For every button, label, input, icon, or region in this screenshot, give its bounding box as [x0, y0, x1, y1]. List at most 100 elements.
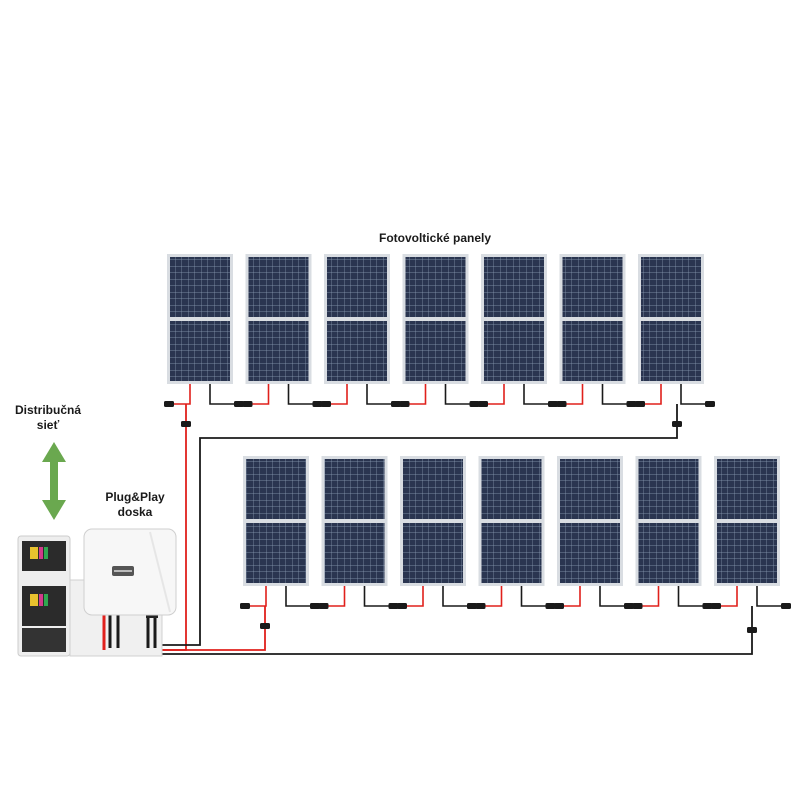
cable-positive: [482, 586, 503, 607]
home-run-positive-bottom: [160, 606, 266, 651]
panel-cells-lower: [481, 523, 542, 583]
mc4-connector-icon: [672, 421, 682, 427]
double-arrow-vertical-icon: [42, 442, 66, 520]
cable-positive: [249, 384, 270, 405]
mc4-connector-icon: [469, 401, 480, 407]
panels-title: Fotovoltické panely: [378, 231, 492, 245]
mc4-connector-icon: [260, 623, 270, 629]
panel-row-top: [167, 254, 704, 384]
mc4-connector-icon: [475, 603, 486, 609]
panel-cells-upper: [717, 459, 777, 519]
board-label-line1: Plug&Play: [105, 490, 165, 504]
panel-row-bottom: [243, 456, 780, 586]
solar-panel: [402, 254, 469, 384]
panel-cells-lower: [403, 523, 463, 583]
mc4-connector-icon: [181, 421, 191, 427]
panel-cells-lower: [405, 321, 466, 381]
panel-cells-upper: [405, 257, 466, 317]
cable-positive: [485, 384, 505, 405]
solar-panel: [321, 456, 388, 586]
mc4-connector-icon: [388, 603, 399, 609]
cable-negative: [677, 586, 710, 607]
cable-positive: [406, 384, 427, 405]
mc4-connector-icon: [711, 603, 721, 609]
solar-panel: [478, 456, 545, 586]
cable-positive: [247, 586, 267, 607]
board-label-line2: doska: [117, 505, 153, 519]
mc4-connector-icon: [399, 401, 410, 407]
mc4-connector-icon: [635, 401, 645, 407]
cable-positive: [404, 586, 424, 607]
cable-positive: [328, 384, 348, 405]
panel-cells-upper: [324, 459, 385, 519]
cable-negative: [756, 586, 788, 607]
cable-negative: [209, 384, 241, 405]
solar-panel: [557, 456, 623, 586]
panel-cells-upper: [170, 257, 230, 317]
cable-negative: [366, 384, 398, 405]
panel-cells-upper: [641, 257, 701, 317]
mc4-connector-icon: [781, 603, 791, 609]
mc4-connector-icon: [545, 603, 556, 609]
solar-panel: [638, 254, 704, 384]
cable-positive: [563, 384, 584, 405]
panel-cells-upper: [327, 257, 387, 317]
solar-panel: [481, 254, 547, 384]
panel-cells-upper: [560, 459, 620, 519]
inverter-unit-icon: [83, 528, 177, 616]
cable-positive: [642, 384, 662, 405]
panel-cells-lower: [246, 523, 306, 583]
cable-positive: [325, 586, 346, 607]
string-wiring: [160, 384, 791, 655]
cable-negative: [442, 586, 474, 607]
solar-panel: [635, 456, 702, 586]
panel-cells-lower: [638, 523, 699, 583]
solar-panel: [324, 254, 390, 384]
mc4-connector-icon: [242, 401, 253, 407]
grid-label: Distribučná sieť: [8, 403, 88, 433]
mc4-connector-icon: [705, 401, 715, 407]
mc4-connector-icon: [310, 603, 320, 609]
panel-cells-lower: [248, 321, 309, 381]
panel-cells-upper: [246, 459, 306, 519]
panel-cells-upper: [248, 257, 309, 317]
distribution-box-icon: [17, 535, 71, 657]
panel-cells-lower: [560, 523, 620, 583]
solar-panel: [400, 456, 466, 586]
panel-cells-upper: [638, 459, 699, 519]
board-label: Plug&Play doska: [80, 490, 190, 520]
mc4-connector-icon: [624, 603, 634, 609]
panel-cells-upper: [481, 459, 542, 519]
mc4-connector-icon: [548, 401, 558, 407]
cable-positive: [171, 384, 191, 405]
panel-cells-lower: [562, 321, 623, 381]
mc4-connector-icon: [318, 603, 329, 609]
mc4-connector-icon: [397, 603, 407, 609]
grid-label-line2: sieť: [36, 418, 60, 432]
panel-cells-upper: [484, 257, 544, 317]
solar-panel: [245, 254, 312, 384]
mc4-connector-icon: [626, 401, 637, 407]
solar-panel: [714, 456, 780, 586]
panel-cells-lower: [641, 321, 701, 381]
mc4-connector-icon: [747, 627, 757, 633]
panel-cells-lower: [484, 321, 544, 381]
mc4-connector-icon: [632, 603, 643, 609]
mc4-connector-icon: [702, 603, 713, 609]
cable-negative: [287, 384, 320, 405]
mc4-connector-icon: [556, 401, 567, 407]
cable-negative: [520, 586, 553, 607]
cable-positive: [639, 586, 660, 607]
panel-cells-lower: [327, 321, 387, 381]
mc4-connector-icon: [312, 401, 323, 407]
cable-positive: [718, 586, 738, 607]
solar-panel: [559, 254, 626, 384]
cable-positive: [561, 586, 581, 607]
home-run-negative-bottom: [160, 606, 753, 655]
grid-label-line1: Distribučná: [14, 403, 81, 417]
cable-negative: [285, 586, 317, 607]
cable-negative: [601, 384, 634, 405]
mc4-connector-icon: [164, 401, 174, 407]
panel-cells-lower: [717, 523, 777, 583]
